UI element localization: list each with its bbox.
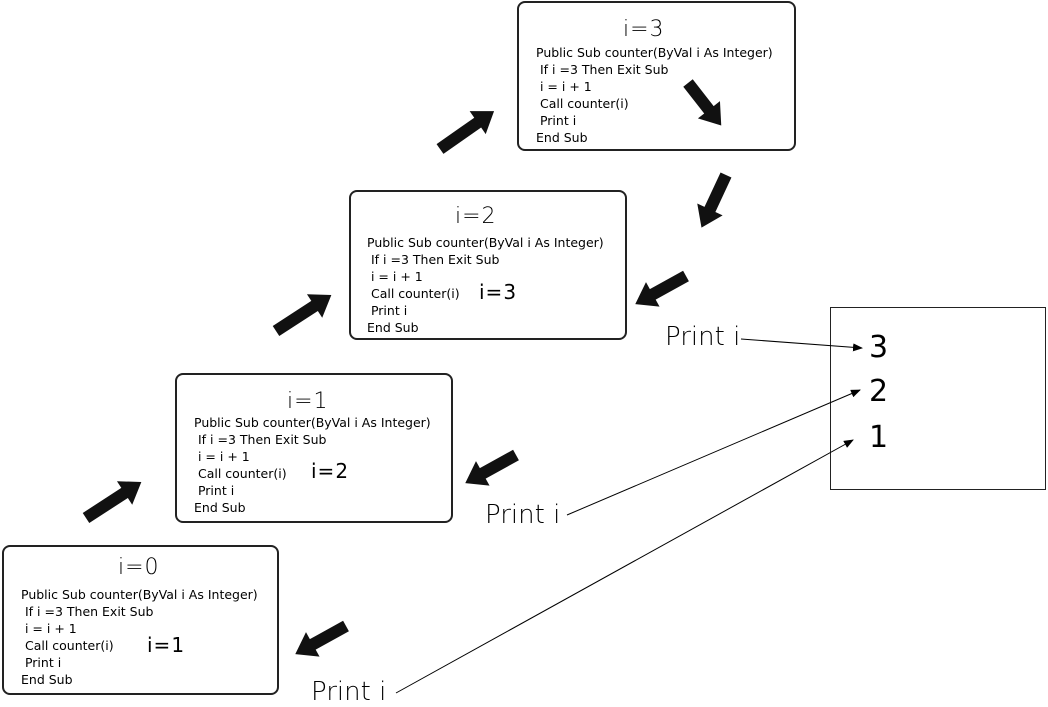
output-arrow (395, 439, 854, 694)
code-line: i = i + 1 (21, 621, 77, 636)
call-arrow (82, 481, 142, 524)
code-line: i = i + 1 (194, 449, 250, 464)
frame-inline-value: i=1 (147, 633, 186, 657)
code-line: i = i + 1 (536, 79, 592, 94)
frame-title: i=2 (455, 204, 497, 229)
code-line: Call counter(i) (536, 96, 629, 111)
code-line: i = i + 1 (367, 269, 423, 284)
print-label: Print i (311, 677, 387, 707)
print-label: Print i (485, 500, 561, 530)
code-line: Public Sub counter(ByVal i As Integer) (21, 587, 258, 602)
code-line: End Sub (194, 500, 246, 515)
code-line: Public Sub counter(ByVal i As Integer) (194, 415, 431, 430)
frame-i3: i=3 Public Sub counter(ByVal i As Intege… (517, 1, 796, 151)
output-value: 2 (869, 374, 889, 409)
code-line: Public Sub counter(ByVal i As Integer) (536, 45, 773, 60)
frame-title: i=1 (287, 389, 329, 414)
code-line: Print i (194, 483, 235, 498)
output-value: 3 (869, 330, 889, 365)
frame-i2: i=2 Public Sub counter(ByVal i As Intege… (349, 190, 627, 340)
code-line: If i =3 Then Exit Sub (536, 62, 669, 77)
code-line: Public Sub counter(ByVal i As Integer) (367, 235, 604, 250)
code-line: Call counter(i) (21, 638, 114, 653)
frame-inline-value: i=3 (479, 280, 518, 304)
code-line: End Sub (367, 320, 419, 335)
frame-title: i=3 (623, 17, 665, 42)
frame-i0: i=0 Public Sub counter(ByVal i As Intege… (2, 545, 279, 695)
code-line: Print i (21, 655, 62, 670)
frame-title: i=0 (118, 555, 160, 580)
call-arrow (436, 111, 495, 154)
output-arrow (740, 338, 863, 352)
output-value: 1 (869, 420, 889, 455)
print-label: Print i (665, 322, 741, 352)
code-line: If i =3 Then Exit Sub (21, 604, 154, 619)
code-line: If i =3 Then Exit Sub (194, 432, 327, 447)
return-arrow (295, 620, 349, 657)
output-box: 3 2 1 (830, 307, 1046, 490)
code-line: Print i (536, 113, 577, 128)
code-line: End Sub (536, 130, 588, 145)
return-arrow (465, 449, 519, 486)
output-arrow (566, 389, 861, 516)
return-arrow (683, 79, 722, 126)
code-line: End Sub (21, 672, 73, 687)
call-arrow (272, 294, 332, 337)
return-arrow (635, 270, 689, 307)
return-arrow (697, 172, 732, 228)
frame-inline-value: i=2 (311, 459, 350, 483)
code-line: If i =3 Then Exit Sub (367, 252, 500, 267)
code-line: Print i (367, 303, 408, 318)
code-line: Call counter(i) (367, 286, 460, 301)
frame-i1: i=1 Public Sub counter(ByVal i As Intege… (175, 373, 453, 523)
code-line: Call counter(i) (194, 466, 287, 481)
